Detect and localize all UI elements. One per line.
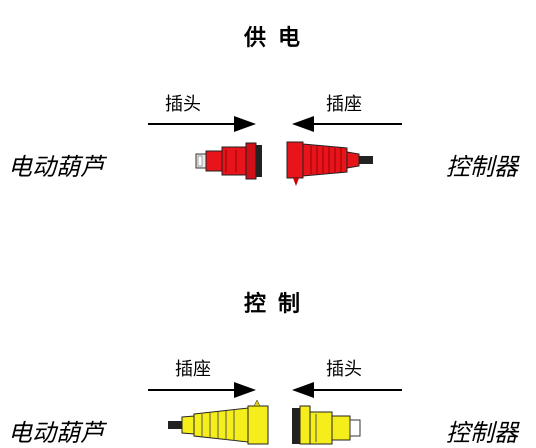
control-right-device-label: 控制器 [446, 419, 518, 447]
connector-socket-icon [168, 399, 269, 445]
control-left-device-label: 电动葫芦 [8, 419, 104, 447]
arrow-right-icon [148, 116, 256, 132]
power-left-device-label: 电动葫芦 [8, 153, 104, 181]
control-right-connector-label: 插头 [326, 359, 362, 380]
arrow-left-icon [292, 116, 402, 132]
arrow-left-icon [292, 382, 402, 398]
power-right-device-label: 控制器 [446, 153, 518, 181]
power-right-connector-label: 插座 [326, 94, 362, 115]
connector-plug-icon [292, 405, 361, 445]
power-left-connector-label: 插头 [165, 94, 201, 115]
control-left-connector-label: 插座 [175, 359, 211, 380]
connector-socket-icon [286, 141, 373, 186]
arrow-right-icon [148, 382, 256, 398]
power-section-title: 供电 [243, 26, 312, 51]
control-section-title: 控制 [243, 292, 312, 317]
connector-plug-icon [195, 142, 262, 180]
